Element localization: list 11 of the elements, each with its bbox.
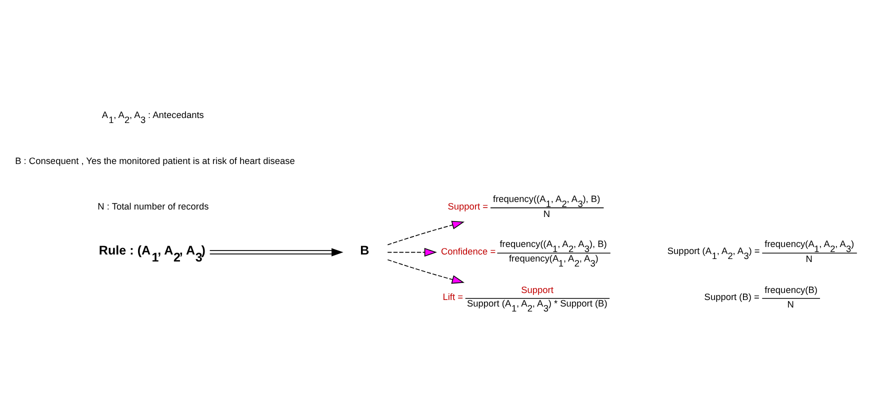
arrow [387,248,437,257]
label: N : Total number of records [98,201,209,212]
label: Support (B) = [704,292,760,302]
arrow [387,220,465,246]
label: B : Consequent , Yes the monitored patient is at risk of heart disease [15,156,295,166]
arrow [209,248,344,256]
label: N [806,254,812,264]
label: N [787,299,794,310]
label: frequency(B) [764,285,818,296]
arrow [387,259,465,284]
node-text: B [360,243,370,258]
